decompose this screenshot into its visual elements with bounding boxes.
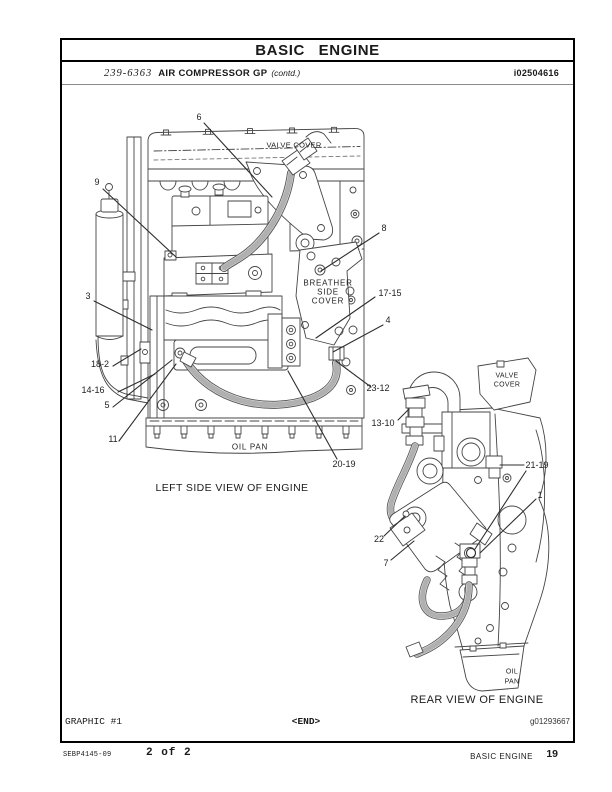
callout-leader-lines bbox=[93, 122, 537, 561]
manual-code: SEBP4145-09 bbox=[63, 751, 112, 759]
callout-21-19: 21-19 bbox=[525, 460, 549, 470]
valve-cover-label-rear-line1: VALVE bbox=[495, 372, 519, 380]
rear-view-caption: REAR VIEW OF ENGINE bbox=[410, 694, 544, 706]
callout-14-16: 14-16 bbox=[81, 385, 105, 395]
graphic-id: g01293667 bbox=[529, 717, 570, 726]
page-of-indicator: 2 of 2 bbox=[146, 747, 192, 759]
callout-3: 3 bbox=[85, 291, 91, 301]
callout-20-19: 20-19 bbox=[332, 459, 356, 469]
left-view-caption: LEFT SIDE VIEW OF ENGINE bbox=[155, 482, 309, 494]
graphic-number-label: GRAPHIC #1 bbox=[65, 716, 123, 727]
valve-cover-label-left: VALVE COVER bbox=[266, 140, 322, 150]
callout-5: 5 bbox=[104, 400, 110, 410]
part-name: AIR COMPRESSOR GP bbox=[158, 67, 268, 79]
callout-7: 7 bbox=[383, 558, 389, 568]
callout-1: 1 bbox=[537, 490, 543, 500]
callout-13-10: 13-10 bbox=[371, 418, 395, 428]
left-engine-drawing bbox=[95, 126, 365, 454]
callout-9: 9 bbox=[94, 177, 100, 187]
valve-cover-label-rear-line2: COVER bbox=[493, 381, 521, 389]
part-number: 239-6363 bbox=[104, 67, 153, 79]
doc-id: i02504616 bbox=[513, 68, 559, 78]
breather-label-line2: SIDE bbox=[317, 287, 339, 297]
callout-18-2: 18-2 bbox=[90, 359, 110, 369]
continued-marker: (contd.) bbox=[271, 68, 301, 78]
footer-section-title: BASIC ENGINE bbox=[470, 752, 533, 761]
page-title: BASIC ENGINE bbox=[62, 40, 573, 62]
oil-pan-label-rear-line1: OIL bbox=[505, 668, 519, 676]
rear-engine-drawing bbox=[386, 357, 550, 692]
oil-pan-label-left: OIL PAN bbox=[231, 442, 269, 452]
section-header: 239-6363 AIR COMPRESSOR GP (contd.) i025… bbox=[62, 62, 573, 85]
callout-22: 22 bbox=[373, 534, 385, 544]
callout-23-12: 23-12 bbox=[366, 383, 390, 393]
breather-label-line3: COVER bbox=[311, 296, 345, 306]
footer-page-number: 19 bbox=[546, 748, 558, 760]
breather-label-line1: BREATHER bbox=[303, 278, 353, 288]
callout-6: 6 bbox=[196, 112, 202, 122]
callout-8: 8 bbox=[381, 223, 387, 233]
callout-11: 11 bbox=[108, 434, 118, 444]
callout-17-15: 17-15 bbox=[378, 288, 402, 298]
end-marker: <END> bbox=[291, 716, 321, 727]
callout-4: 4 bbox=[385, 315, 391, 325]
oil-pan-label-rear-line2: PAN bbox=[504, 678, 520, 686]
content-frame: BASIC ENGINE 239-6363 AIR COMPRESSOR GP … bbox=[60, 38, 575, 743]
